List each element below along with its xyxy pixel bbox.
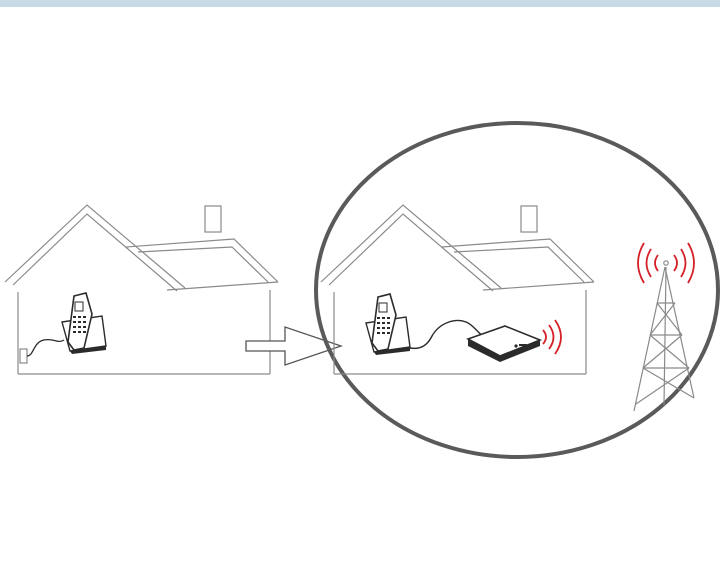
cell-tower-icon: [634, 261, 694, 411]
cordless-phone-icon: [366, 294, 410, 355]
radio-waves-icon: [543, 320, 561, 354]
wireless-gateway-icon: [468, 326, 540, 362]
magnifier-circle-icon: [316, 123, 718, 457]
cordless-phone-icon: [62, 293, 106, 354]
house-icon: [321, 205, 594, 374]
wall-jack-icon: [20, 349, 27, 363]
house-icon: [5, 205, 278, 374]
phone-cord: [27, 340, 64, 356]
